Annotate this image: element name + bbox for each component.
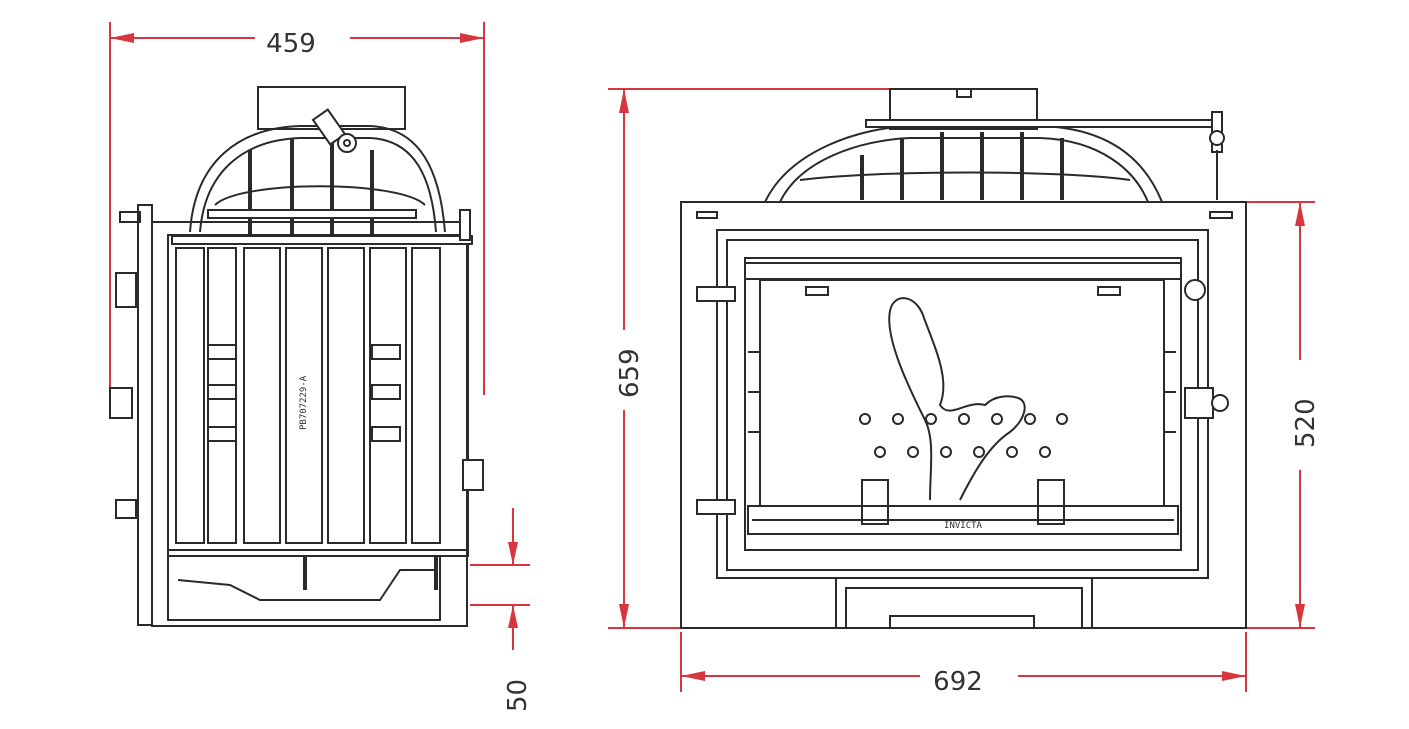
door-height-label: 520	[1291, 398, 1321, 448]
front-brand-marking: INVICTA	[944, 521, 983, 531]
bottom-offset-dimension: 50	[470, 508, 533, 712]
glass-clips	[748, 351, 1176, 433]
bottom-offset-label: 50	[503, 679, 533, 712]
front-height-dimension: 659	[608, 88, 890, 629]
front-dome-ribs	[860, 132, 1064, 200]
flame-outline	[888, 297, 1026, 501]
side-width-label: 459	[266, 29, 316, 59]
front-width-dimension: 692	[680, 632, 1247, 697]
door-height-dimension: 520	[1245, 201, 1321, 629]
side-width-dimension: 459	[109, 22, 485, 395]
air-holes	[859, 413, 1068, 458]
front-height-label: 659	[615, 348, 645, 398]
side-part-marking: PB707229-A	[299, 375, 309, 430]
side-view: 459	[109, 22, 533, 712]
front-width-label: 692	[933, 667, 983, 697]
front-view: 659 520 692	[608, 88, 1321, 697]
